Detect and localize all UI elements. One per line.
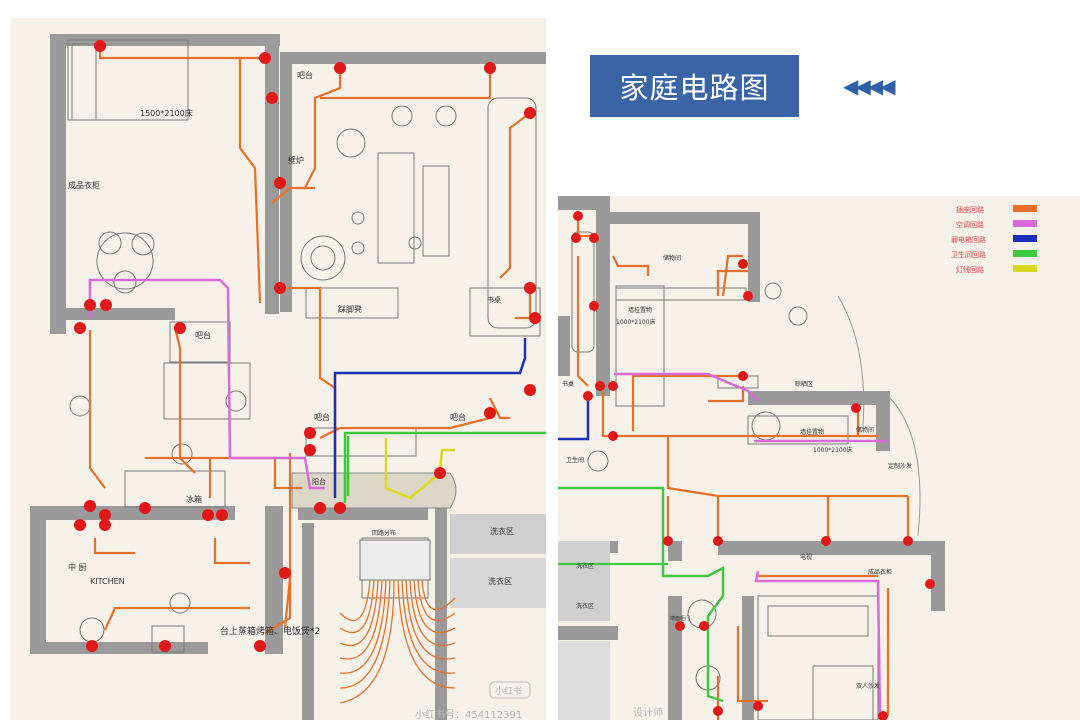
label-zhongchu: 中 厨: [68, 562, 87, 572]
bath-circuit: [343, 431, 546, 503]
watermark-badge: 小红书: [495, 685, 522, 697]
page-title-text: 家庭电路图: [619, 71, 770, 105]
panel-wire-bundle: [339, 579, 456, 704]
legend: 插座回路 空调回路 弱电箱回路 卫生间回路 灯线回路: [951, 205, 1037, 274]
label-display: 书桌: [487, 295, 501, 304]
label-dry: 洗衣区: [488, 576, 512, 586]
left-arrows-icon: ◀◀◀◀: [843, 74, 896, 98]
label-fireplace: 壁炉: [288, 155, 304, 165]
label-bar4: 吧台: [450, 412, 466, 422]
left-floor-plan: 1500*2100床 成品衣柜 吧台 壁炉 吧台 吧台 吧台 踩脚凳 书桌 冰箱…: [10, 18, 546, 720]
label-bed: 1500*2100床: [140, 108, 193, 118]
legend-label-1: 空调回路: [956, 220, 984, 229]
r-label-study: 书桌: [562, 380, 574, 388]
label-counter: 台上蒸箱烤箱、电饭煲*2: [220, 625, 320, 637]
right-ac-circuit-1: [614, 372, 759, 402]
watermark-id: 小红书号：454112391: [415, 708, 522, 720]
legend-label-0: 插座回路: [956, 205, 984, 214]
left-furniture: [67, 39, 541, 653]
right-ac-circuit-3: [754, 570, 882, 717]
r-label-shelf2: 墙挂置物: [800, 428, 824, 436]
right-furniture: [571, 231, 921, 720]
label-bar1: 吧台: [297, 70, 313, 80]
r-watermark: 设计师: [633, 706, 663, 719]
right-dryer-zone: [558, 641, 610, 720]
r-label-basin: 墙面柜门: [670, 615, 690, 622]
right-floor-plan: 插座回路 空调回路 弱电箱回路 卫生间回路 灯线回路: [558, 196, 1080, 720]
distribution-panel: [359, 539, 431, 581]
label-cooler: 冰箱: [186, 494, 202, 504]
r-label-washer: 洗衣区: [576, 562, 594, 570]
dryer-zone: [450, 558, 546, 608]
right-washer-zone: [558, 541, 610, 621]
legend-label-2: 弱电箱回路: [951, 235, 986, 244]
r-label-shelf: 墙挂置物: [628, 306, 652, 314]
left-walls: [30, 34, 546, 720]
r-label-double-sofa: 双人沙发: [856, 682, 880, 690]
right-weak-circuit: [558, 396, 590, 441]
label-bar3: 吧台: [314, 412, 330, 422]
left-plan-svg: 1500*2100床 成品衣柜 吧台 壁炉 吧台 吧台 吧台 踩脚凳 书桌 冰箱…: [30, 34, 546, 720]
washer-zone: [450, 514, 546, 554]
r-label-tv: 电视: [800, 553, 812, 561]
r-label-bed1: 1000*2100床: [616, 318, 656, 326]
r-label-dryer: 洗衣区: [576, 602, 594, 610]
legend-label-3: 卫生间回路: [951, 250, 986, 259]
ac-circuit: [88, 278, 325, 490]
legend-label-4: 灯线回路: [956, 265, 984, 274]
label-washer: 洗衣区: [490, 526, 514, 536]
weak-circuit: [333, 338, 527, 498]
right-outlet-points: [571, 211, 935, 720]
page-title: 家庭电路图: [590, 55, 799, 117]
light-circuit: [384, 438, 455, 500]
right-bath-circuit: [558, 486, 725, 703]
outlet-points: [74, 40, 541, 652]
label-kitchen: KITCHEN: [90, 577, 125, 586]
right-socket-circuits: [576, 216, 910, 720]
r-label-wardrobe: 成品衣柜: [868, 568, 892, 576]
label-entry: 阳台: [312, 477, 326, 486]
entry-mat: [291, 472, 457, 509]
r-label-storage: 储物间: [663, 254, 681, 262]
label-bar2: 吧台: [195, 330, 211, 340]
label-stool: 踩脚凳: [338, 304, 362, 314]
r-label-bench: 储物间: [856, 426, 874, 434]
right-plan-svg: 插座回路 空调回路 弱电箱回路 卫生间回路 灯线回路: [558, 196, 1037, 720]
r-label-bed2: 1000*2100床: [813, 446, 853, 454]
r-label-bathroom: 卫生间: [566, 456, 584, 464]
r-label-balcony: 晾晒区: [795, 380, 813, 388]
label-panel: 回路分布: [372, 529, 396, 537]
label-wardrobe: 成品衣柜: [68, 180, 100, 190]
r-label-sofa: 定制沙发: [888, 462, 912, 470]
